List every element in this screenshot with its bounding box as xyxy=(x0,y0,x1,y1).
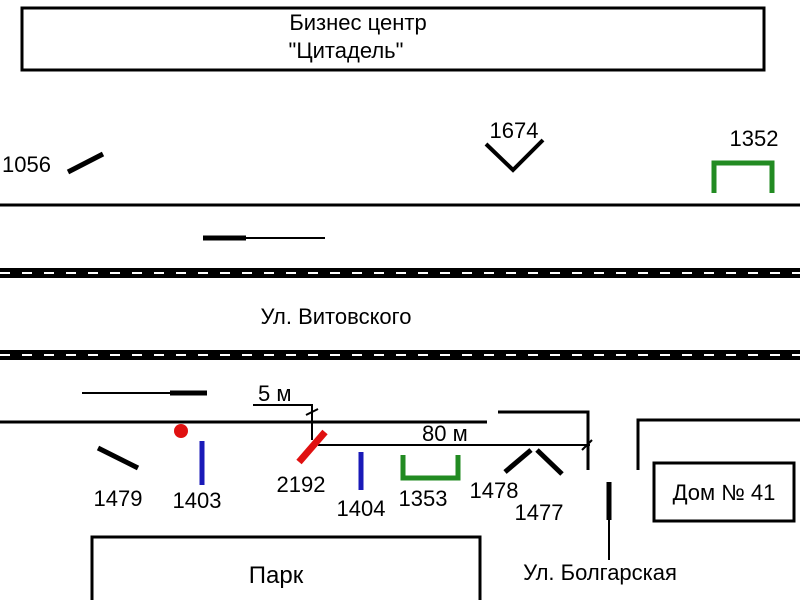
sign-1479-mark xyxy=(96,445,140,471)
sign-1353-label: 1353 xyxy=(399,486,448,511)
sign-1478-mark xyxy=(503,448,533,474)
sign-1352-label: 1352 xyxy=(730,126,779,151)
business-center-building xyxy=(20,6,766,72)
sign-1479-label: 1479 xyxy=(94,486,143,511)
sign-1352-mark xyxy=(711,160,775,193)
sign-1404-label: 1404 xyxy=(337,496,386,521)
sign-1353-mark xyxy=(400,455,461,481)
business-center-label-line2: "Цитадель" xyxy=(289,38,404,63)
distance-5m-label: 5 м xyxy=(258,381,291,406)
lane-divider-top xyxy=(0,268,800,278)
sign-1056-label: 1056 xyxy=(2,152,51,177)
sign-1477-label: 1477 xyxy=(515,500,564,525)
park-label: Парк xyxy=(249,562,304,589)
sign-1674-label: 1674 xyxy=(490,118,539,143)
curb-corner-bolgarskaya-left xyxy=(498,410,590,470)
distance-80m-label: 80 м xyxy=(422,421,468,446)
distance-5m-line xyxy=(253,404,313,440)
curb-corner-bolgarskaya-right xyxy=(636,418,800,470)
park-area xyxy=(90,535,482,600)
distance-80m-tick xyxy=(581,439,593,451)
lane-divider-bottom xyxy=(0,350,800,360)
red-point-marker xyxy=(174,424,188,438)
house-41-building xyxy=(652,461,796,523)
street-vitovskogo-label: Ул. Витовского xyxy=(261,304,412,329)
sign-1478-label: 1478 xyxy=(470,478,519,503)
sign-1056-mark xyxy=(66,151,105,175)
street-bolgarskaya-label: Ул. Болгарская xyxy=(523,560,677,585)
sign-1477-mark xyxy=(535,448,564,476)
business-center-label-line1: Бизнес центр xyxy=(289,10,426,35)
sign-1674-mark xyxy=(484,138,545,173)
distance-5m-tick xyxy=(305,408,319,416)
sign-2192-label: 2192 xyxy=(277,472,326,497)
sign-2192-mark xyxy=(296,429,328,465)
house-41-label: Дом № 41 xyxy=(673,480,776,505)
sign-1403-label: 1403 xyxy=(173,488,222,513)
